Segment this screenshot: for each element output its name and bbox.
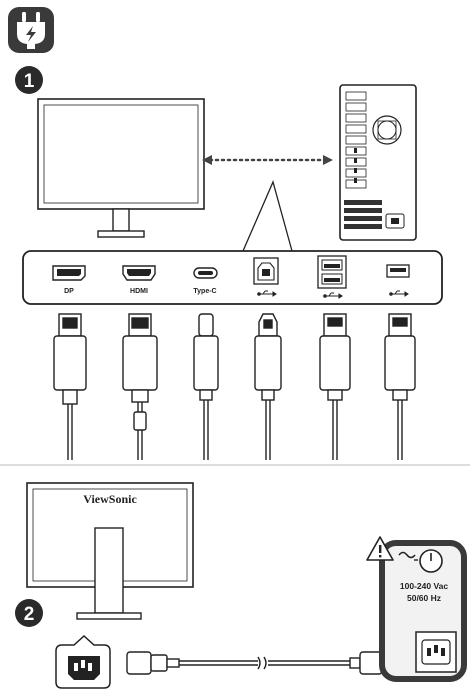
typec-port	[193, 267, 218, 279]
usb-a-cable	[319, 313, 351, 460]
dp-port	[52, 265, 86, 281]
typec-cable	[193, 313, 219, 460]
hdmi-cable	[122, 313, 158, 460]
power-plug-icon	[8, 7, 54, 53]
typec-label: Type-C	[193, 288, 216, 295]
step-one-number: 1	[24, 71, 35, 92]
computer-tower-illustration	[339, 84, 417, 241]
step-two-number: 2	[24, 604, 35, 625]
ac-inlet-callout	[55, 634, 111, 689]
warning-icon	[366, 536, 394, 561]
wall-outlet-panel	[379, 540, 467, 682]
connection-arrow	[202, 155, 333, 165]
dp-cable	[53, 313, 87, 460]
hdmi-label: HDMI	[130, 288, 148, 295]
step-two-badge: 2	[15, 599, 43, 627]
zoom-callout	[242, 180, 293, 252]
frequency-label: 50/60 Hz	[407, 593, 441, 603]
usb-symbol-icon	[323, 292, 343, 299]
usb-a-dual-port	[317, 255, 347, 289]
usb-b-cable	[254, 313, 282, 460]
usb-a-cable	[384, 313, 416, 460]
usb-b-port	[253, 257, 279, 285]
usb-a-port	[386, 264, 410, 278]
usb-symbol-icon	[389, 290, 409, 297]
ac-wave-icon	[398, 549, 443, 573]
port-panel	[22, 250, 443, 305]
monitor-brand-logo: ViewSonic	[83, 492, 137, 506]
step-one-badge: 1	[15, 66, 43, 94]
hdmi-port	[122, 265, 156, 281]
usb-symbol-icon	[257, 290, 277, 297]
voltage-label: 100-240 Vac	[400, 581, 448, 591]
dp-label: DP	[64, 288, 74, 295]
power-cord	[126, 651, 395, 675]
monitor-back-illustration	[26, 482, 194, 620]
monitor-front-illustration	[37, 98, 205, 238]
